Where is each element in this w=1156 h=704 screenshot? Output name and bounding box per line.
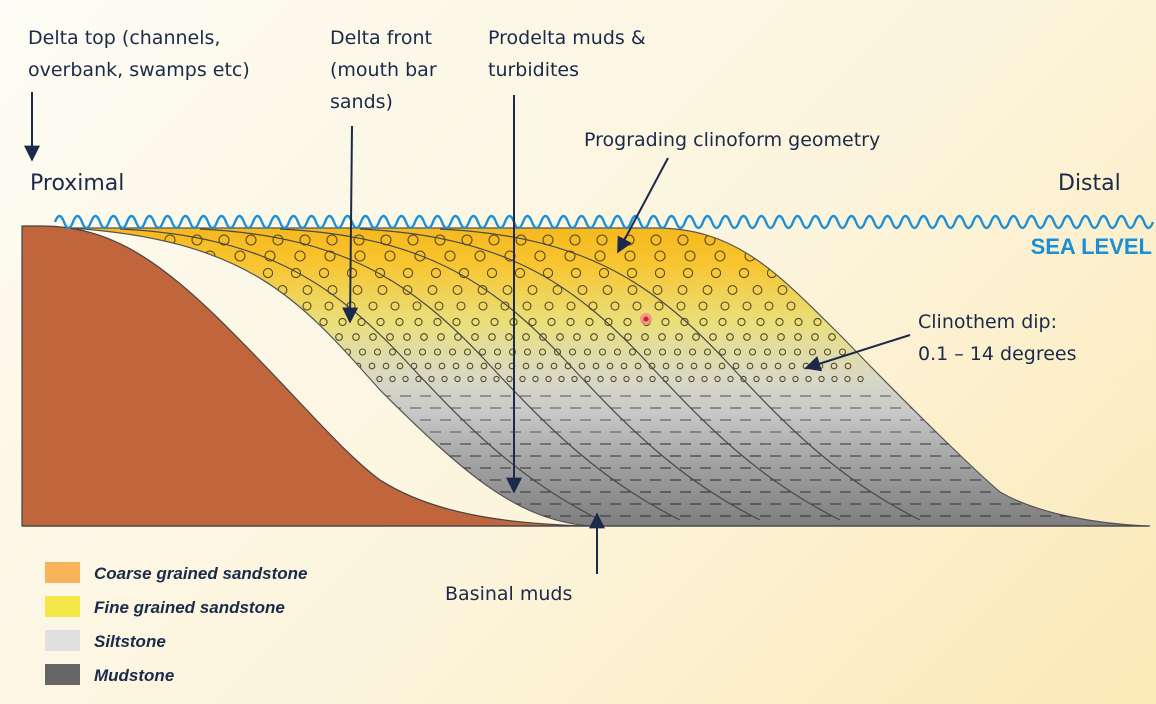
legend-label-fine: Fine grained sandstone bbox=[94, 598, 285, 617]
clinoform-line bbox=[439, 228, 921, 521]
distal-label: Distal bbox=[1058, 171, 1121, 196]
clinoform-line bbox=[359, 228, 841, 521]
clinothem-arrow bbox=[804, 334, 911, 372]
legend-swatch-silt bbox=[45, 630, 80, 651]
proximal-label: Proximal bbox=[30, 171, 124, 196]
clinoform-line bbox=[279, 228, 761, 521]
basinal-muds-label: Basinal muds bbox=[445, 583, 572, 605]
clinoform-label: Prograding clinoform geometry bbox=[584, 129, 880, 151]
clinoform-arrow bbox=[617, 157, 669, 254]
clinoform-line bbox=[199, 228, 681, 521]
legend-label-silt: Siltstone bbox=[94, 632, 166, 651]
legend: Coarse grained sandstone Fine grained sa… bbox=[45, 562, 308, 685]
delta-front-arrow bbox=[342, 125, 359, 324]
legend-label-mud: Mudstone bbox=[94, 666, 174, 685]
basement-block bbox=[21, 225, 591, 527]
delta-front-label: Delta front (mouth bar sands) bbox=[330, 27, 443, 113]
delta-top-label: Delta top (channels, overbank, swamps et… bbox=[28, 27, 250, 81]
sea-level-wave bbox=[53, 214, 1155, 230]
sediment-wedge bbox=[69, 227, 1149, 527]
prodelta-label: Prodelta muds & turbidites bbox=[488, 27, 652, 81]
legend-swatch-mud bbox=[45, 664, 80, 685]
legend-swatch-coarse bbox=[45, 562, 80, 583]
clinoform-line bbox=[119, 228, 601, 521]
legend-swatch-fine bbox=[45, 596, 80, 617]
legend-label-coarse: Coarse grained sandstone bbox=[94, 564, 308, 583]
clinothem-label: Clinothem dip: 0.1 – 14 degrees bbox=[918, 311, 1077, 365]
sea-level-label: SEA LEVEL bbox=[1031, 234, 1152, 259]
